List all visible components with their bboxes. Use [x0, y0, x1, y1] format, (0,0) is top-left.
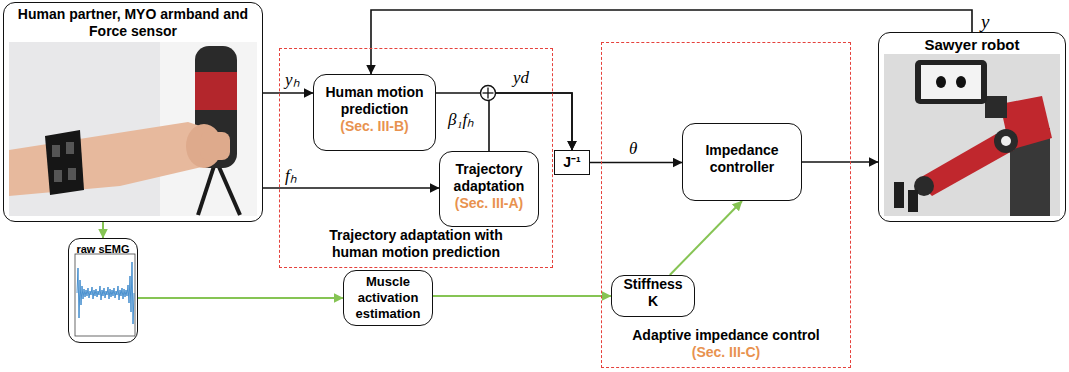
text-group: Impedance controller — [683, 124, 801, 194]
text-group: Adaptive impedance control(Sec. III-C) — [602, 327, 850, 361]
signal-label: yd — [512, 68, 530, 87]
text-group: Human partner, MYO armband and Force sen… — [8, 6, 258, 40]
node-label: Trajectory adaptation — [445, 161, 533, 195]
signal-arrow-green — [670, 201, 742, 275]
node-label: Sawyer robot — [883, 36, 1061, 53]
text-group: Trajectory adaptation with human motion … — [280, 227, 552, 261]
robot-gripper — [894, 182, 904, 208]
robot-screen — [921, 65, 981, 99]
plot-panel: raw sEMG — [68, 238, 138, 343]
text-group: Trajectory adaptation(Sec. III-A) — [440, 152, 538, 220]
armband-pod — [68, 168, 76, 180]
section-reference: (Sec. III-A) — [455, 195, 523, 212]
myo-armband — [45, 130, 84, 195]
signal-arrow — [489, 93, 572, 151]
text-group: Sawyer robot — [883, 36, 1061, 53]
dashed-region: Adaptive impedance control(Sec. III-C) Im… — [601, 42, 851, 368]
signal-arrow — [802, 161, 878, 163]
process-box: Trajectory adaptation(Sec. III-A) — [439, 151, 539, 227]
node-label: Human motion prediction — [319, 84, 430, 118]
plot-frame — [75, 254, 135, 336]
force-sensor-handle — [195, 46, 237, 168]
forearm — [9, 122, 206, 196]
node-label: Adaptive impedance control — [632, 327, 819, 344]
text-group: raw sEMG — [73, 242, 133, 256]
armband-pod — [54, 170, 62, 182]
signal-label: β₁fₕ — [447, 110, 475, 129]
section-reference: (Sec. III-B) — [340, 118, 408, 135]
process-box: Muscle activation estimation — [343, 270, 433, 326]
summing-plus — [487, 88, 488, 99]
sensor-stand-leg — [198, 160, 216, 215]
robot-background — [884, 54, 1060, 216]
node-label: Human partner, MYO armband and Force sen… — [8, 6, 258, 40]
signal-arrow — [436, 93, 572, 150]
robot-joint — [994, 129, 1018, 153]
jacobian-box: J⁻¹ — [554, 150, 590, 175]
signal-arrow-green — [433, 295, 611, 297]
signal-arrow — [263, 92, 313, 94]
node-label: Muscle activation estimation — [349, 274, 427, 322]
force-sensor-band — [195, 72, 237, 110]
signal-arrow-green — [102, 222, 104, 238]
node-label: Stiffness K — [617, 276, 689, 310]
robot-link — [1000, 96, 1052, 150]
text-group: Stiffness K — [612, 276, 694, 310]
section-reference: (Sec. III-C) — [692, 344, 760, 361]
signal-label: θ — [628, 139, 638, 158]
signal-arrow — [590, 162, 682, 164]
robot-joint-cap — [1001, 136, 1011, 146]
signal-arrow-green — [138, 297, 343, 299]
process-box: Human motion prediction(Sec. III-B) — [313, 74, 436, 151]
photo-background — [9, 42, 257, 216]
signal-label: yₕ — [284, 70, 301, 89]
signal-label: y — [980, 12, 990, 31]
fingers — [200, 132, 230, 160]
summing-junction — [481, 86, 496, 101]
robot-eye — [936, 76, 946, 88]
armband-pod — [66, 142, 74, 154]
process-box: Impedance controller — [682, 123, 802, 201]
robot-neck — [985, 96, 1007, 118]
text-group: Muscle activation estimation — [344, 271, 432, 325]
node-label: raw sEMG — [73, 242, 133, 256]
armband-pod — [52, 145, 60, 157]
text-group: Human motion prediction(Sec. III-B) — [314, 75, 435, 144]
signal-arrow — [263, 187, 439, 189]
node-label: J⁻¹ — [563, 154, 580, 171]
sensor-stand-leg — [216, 160, 240, 215]
robot-screen-frame — [915, 60, 987, 104]
photo-panel: Human partner, MYO armband and Force sen… — [3, 2, 263, 222]
process-box: Stiffness K — [611, 275, 695, 317]
robot-gripper — [908, 190, 918, 212]
node-label: Impedance controller — [688, 142, 796, 176]
signal-label: fₕ — [284, 166, 298, 185]
photo-panel: Sawyer robot — [878, 32, 1066, 222]
text-group: J⁻¹ — [555, 151, 589, 174]
emg-signal — [77, 262, 134, 324]
node-label: Trajectory adaptation with human motion … — [314, 227, 519, 261]
robot-eye — [956, 76, 966, 88]
